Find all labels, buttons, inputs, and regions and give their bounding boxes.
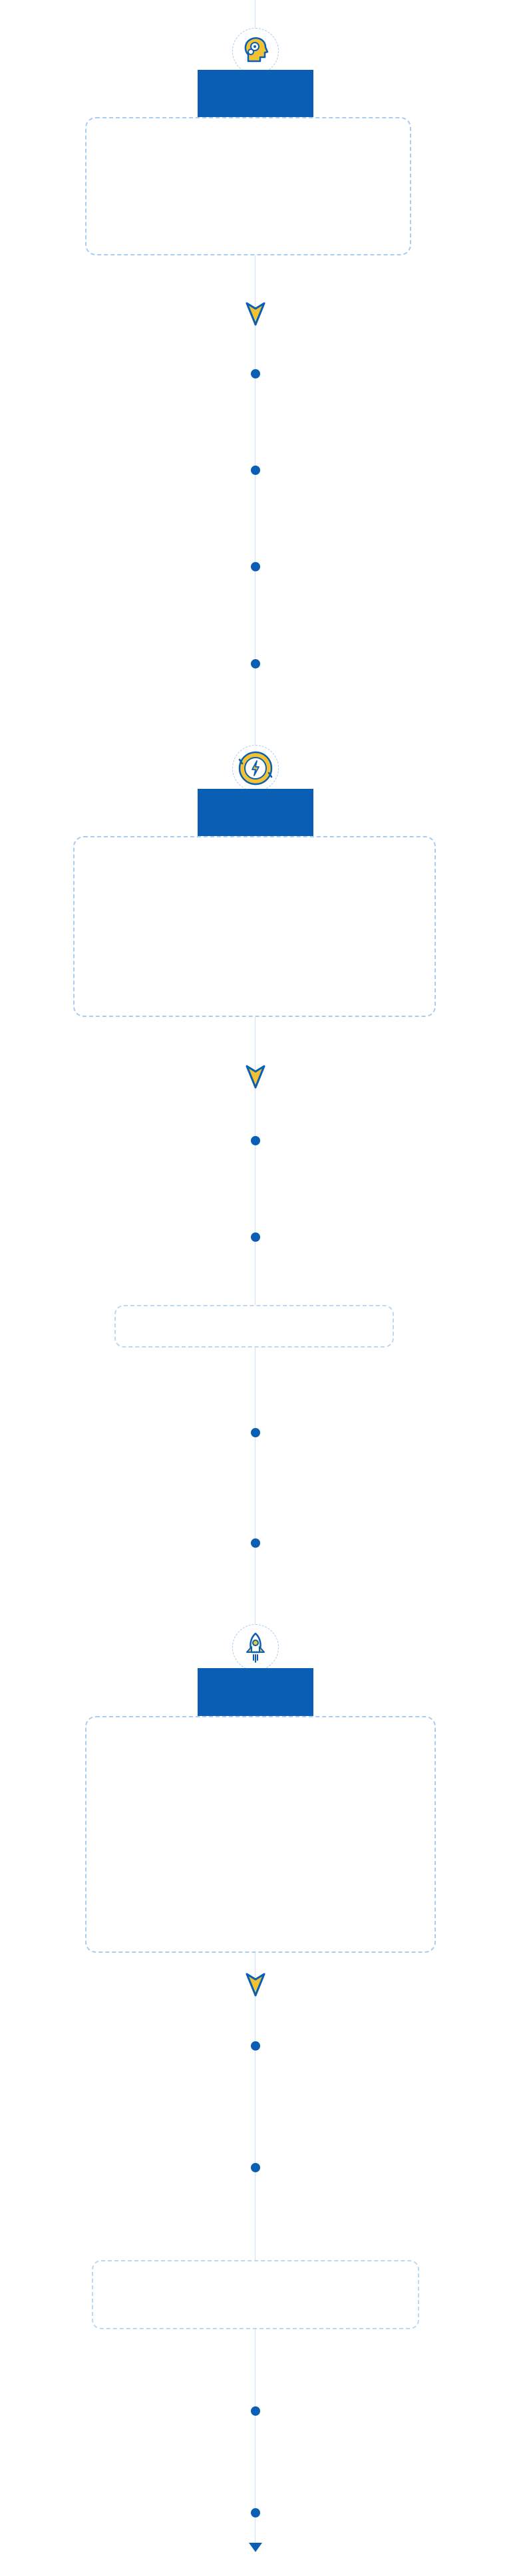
down-arrow-icon bbox=[246, 1065, 265, 1089]
rocket-icon bbox=[232, 1624, 279, 1671]
timeline-dot bbox=[251, 659, 260, 668]
stage-label bbox=[198, 70, 313, 118]
note-card bbox=[92, 2260, 419, 2329]
stage-card bbox=[85, 117, 411, 255]
timeline-spine bbox=[255, 0, 256, 2551]
end-arrow-icon bbox=[249, 2543, 262, 2552]
stage-card bbox=[85, 1716, 436, 1953]
note-card bbox=[114, 1305, 394, 1348]
timeline-dot bbox=[251, 2406, 260, 2416]
timeline-dot bbox=[251, 2163, 260, 2172]
timeline-dot bbox=[251, 2508, 260, 2517]
timeline-dot bbox=[251, 1538, 260, 1548]
timeline-dot bbox=[251, 369, 260, 378]
stage-label bbox=[198, 1668, 313, 1716]
timeline-dot bbox=[251, 1428, 260, 1437]
down-arrow-icon bbox=[246, 302, 265, 326]
timeline-dot bbox=[251, 1136, 260, 1145]
down-arrow-icon bbox=[246, 1973, 265, 1997]
timeline-dot bbox=[251, 1232, 260, 1242]
timeline-dot bbox=[251, 562, 260, 571]
timeline-dot bbox=[251, 2041, 260, 2051]
lightning-cycle-icon bbox=[232, 745, 279, 791]
timeline-dot bbox=[251, 466, 260, 475]
stage-label bbox=[198, 789, 313, 837]
stage-card bbox=[73, 836, 436, 1017]
head-gears-icon bbox=[232, 28, 279, 74]
